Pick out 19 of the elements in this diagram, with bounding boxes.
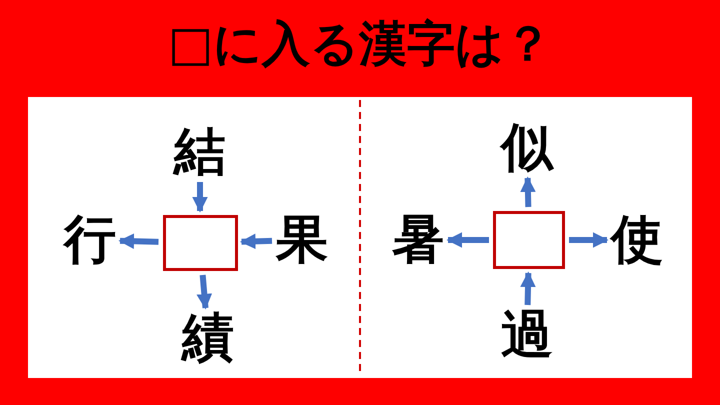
kanji-character: 使 (609, 212, 665, 268)
kanji-character: 過 (499, 307, 555, 363)
kanji-character: 結 (172, 124, 228, 180)
arrow (520, 176, 536, 208)
arrow (569, 232, 609, 248)
arrow (196, 274, 212, 310)
title: □に入る漢字は？ (166, 15, 554, 74)
arrow (118, 233, 159, 249)
blank-box (493, 211, 565, 269)
kanji-character: 行 (62, 212, 118, 268)
blank-box (162, 215, 238, 271)
arrow (192, 182, 208, 213)
kanji-character: 績 (180, 310, 236, 366)
arrow (240, 234, 272, 250)
kanji-character: 果 (274, 212, 330, 268)
arrow (520, 271, 536, 306)
kanji-character: 暑 (390, 212, 446, 268)
kanji-character: 似 (499, 120, 555, 176)
arrow (446, 232, 489, 248)
